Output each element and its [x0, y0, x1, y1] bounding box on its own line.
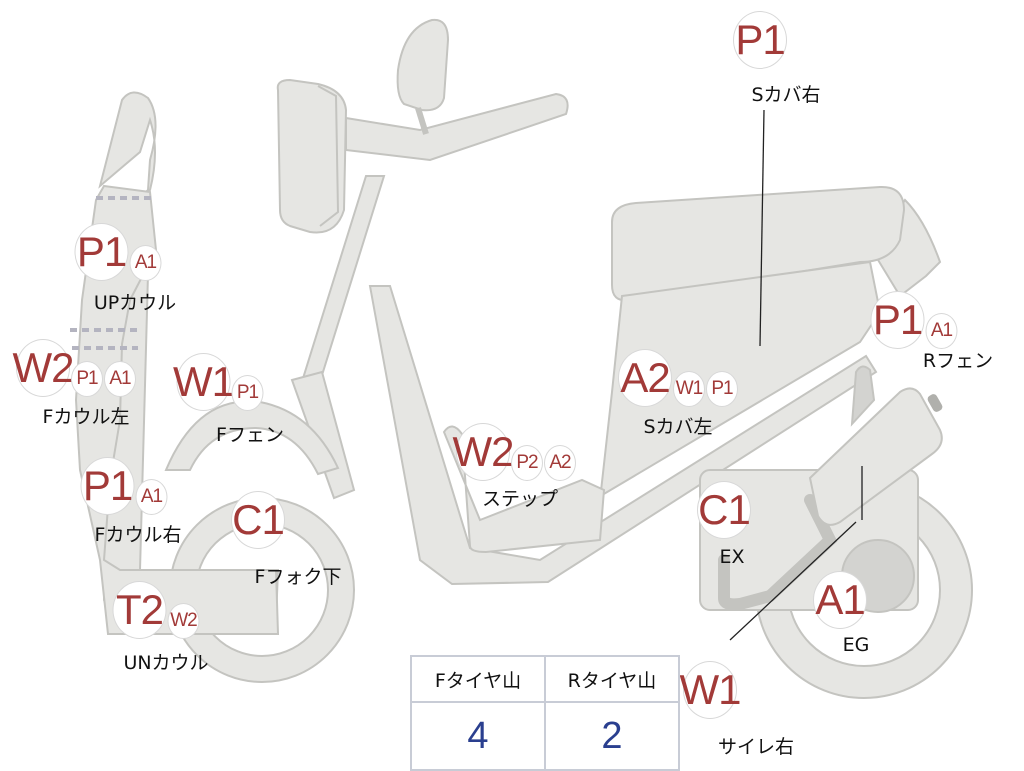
front-fender-shape: [164, 400, 340, 476]
condition-badge: P2: [511, 445, 543, 481]
headlight-shape: [276, 78, 348, 234]
part-label-r-fender: Rフェン: [922, 350, 994, 372]
condition-badge: A2: [618, 349, 672, 407]
shock-shape: [850, 365, 876, 427]
condition-badge: A1: [129, 245, 162, 281]
condition-badge: P1: [74, 223, 129, 281]
condition-badge: W1: [680, 661, 742, 719]
muffler-shape: [808, 387, 943, 526]
condition-badge: C1: [697, 481, 751, 539]
handlebar-shape: [345, 92, 569, 162]
condition-badge: C1: [231, 491, 285, 549]
part-label-f-fork-lower: Fフォク下: [254, 566, 342, 588]
condition-badge: T2: [112, 581, 167, 639]
front-tire-value: 4: [410, 701, 546, 771]
condition-badge: W1: [173, 353, 235, 411]
frame-shape: [368, 285, 878, 586]
condition-badge: P1: [733, 11, 787, 69]
marker-f-fork-lower: C1: [231, 491, 285, 549]
part-label-s-cover-right: Sカバ右: [751, 84, 821, 106]
tire-table-value-row: 4 2: [410, 701, 680, 771]
condition-badge: A1: [813, 571, 867, 629]
condition-badge: W2: [13, 339, 75, 397]
part-label-ex: EX: [719, 546, 745, 568]
condition-badge: W1: [673, 371, 705, 407]
condition-badge: P1: [71, 361, 103, 397]
condition-badge: A1: [135, 479, 168, 515]
marker-s-cover-right: P1: [733, 11, 787, 69]
mirror-shape: [396, 18, 450, 112]
part-label-un-cowl: UNカウル: [123, 652, 209, 674]
tire-tread-table: Fタイヤ山 Rタイヤ山 4 2: [410, 655, 680, 771]
part-label-muffler-right: サイレ右: [717, 736, 795, 758]
condition-badge: P1: [231, 375, 264, 411]
marker-eg: A1: [813, 571, 867, 629]
step-shape: [442, 425, 606, 554]
condition-badge: P1: [706, 371, 738, 407]
marker-ex: C1: [697, 481, 751, 539]
part-label-eg: EG: [842, 634, 870, 656]
rear-tire-value: 2: [544, 701, 680, 771]
condition-badge: P1: [870, 291, 925, 349]
condition-badge: A2: [544, 445, 576, 481]
rear-fender-shape: [870, 198, 942, 298]
seat-shape: [611, 185, 906, 302]
part-label-step: ステップ: [481, 488, 559, 510]
part-label-s-cover-left: Sカバ左: [643, 416, 713, 438]
part-label-f-cowl-left: Fカウル左: [42, 406, 130, 428]
marker-muffler-right: W1: [680, 661, 742, 719]
exhaust-pipe: [718, 494, 838, 611]
rear-tire-header: Rタイヤ山: [544, 655, 680, 703]
condition-badge: W2: [167, 603, 200, 639]
condition-badge: A1: [925, 313, 958, 349]
part-label-up-cowl: UPカウル: [93, 292, 177, 314]
condition-badge: W2: [453, 423, 515, 481]
front-tire-header: Fタイヤ山: [410, 655, 546, 703]
part-label-f-cowl-right: Fカウル右: [94, 524, 182, 546]
condition-badge: A1: [104, 361, 136, 397]
condition-badge: P1: [80, 457, 135, 515]
tire-table-header-row: Fタイヤ山 Rタイヤ山: [410, 655, 680, 703]
part-label-f-fender: Fフェン: [216, 424, 284, 446]
